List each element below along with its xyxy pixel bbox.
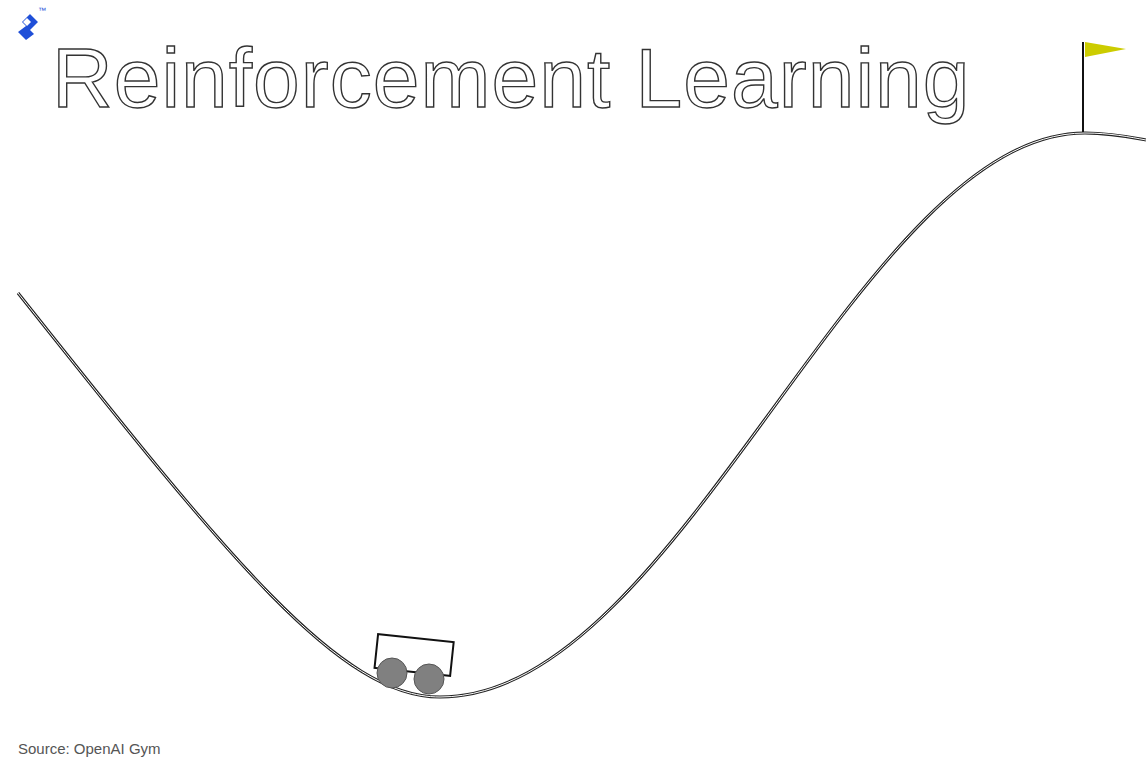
hill-curve — [18, 133, 1146, 697]
car-wheel — [377, 658, 407, 688]
flag-pole — [1082, 42, 1084, 132]
trademark-mark: ™ — [38, 6, 46, 15]
slide-title: Reinforcement Learning — [52, 30, 971, 126]
logo-icon — [18, 10, 38, 40]
hill-curve-highlight — [18, 133, 1146, 697]
source-caption: Source: OpenAI Gym — [18, 740, 161, 758]
goal-flag — [1085, 42, 1126, 57]
car-wheel — [414, 664, 444, 694]
